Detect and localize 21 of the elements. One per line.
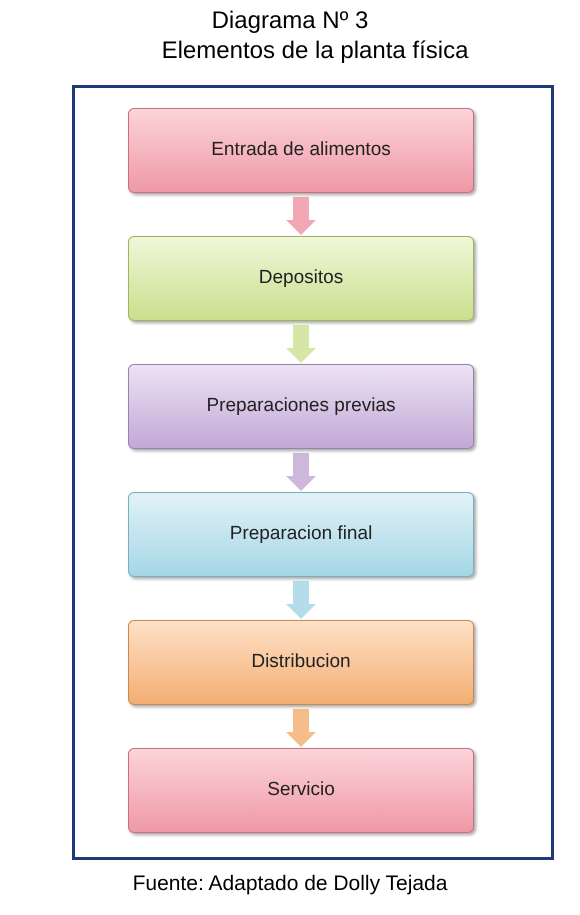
frame-border (72, 85, 554, 860)
process-box (128, 620, 474, 705)
box-label: Servicio (267, 778, 335, 802)
box-label: Depositos (258, 266, 344, 290)
diagram-subtitle: Elementos de la planta física (160, 36, 468, 66)
process-box (128, 492, 474, 577)
arrow (286, 453, 316, 491)
process-box (128, 364, 474, 449)
box-label: Entrada de alimentos (211, 138, 391, 162)
process-box (128, 748, 474, 833)
arrow (286, 581, 316, 619)
process-box (128, 236, 474, 321)
arrow (286, 197, 316, 235)
diagram-title: Diagrama Nº 3 (212, 6, 368, 36)
box-label: Distribucion (251, 650, 351, 674)
source-caption: Fuente: Adaptado de Dolly Tejada (132, 871, 448, 897)
box-label: Preparacion final (230, 522, 372, 546)
arrow (286, 325, 316, 363)
arrow (286, 709, 316, 747)
box-label: Preparaciones previas (206, 394, 396, 418)
process-box (128, 108, 474, 193)
